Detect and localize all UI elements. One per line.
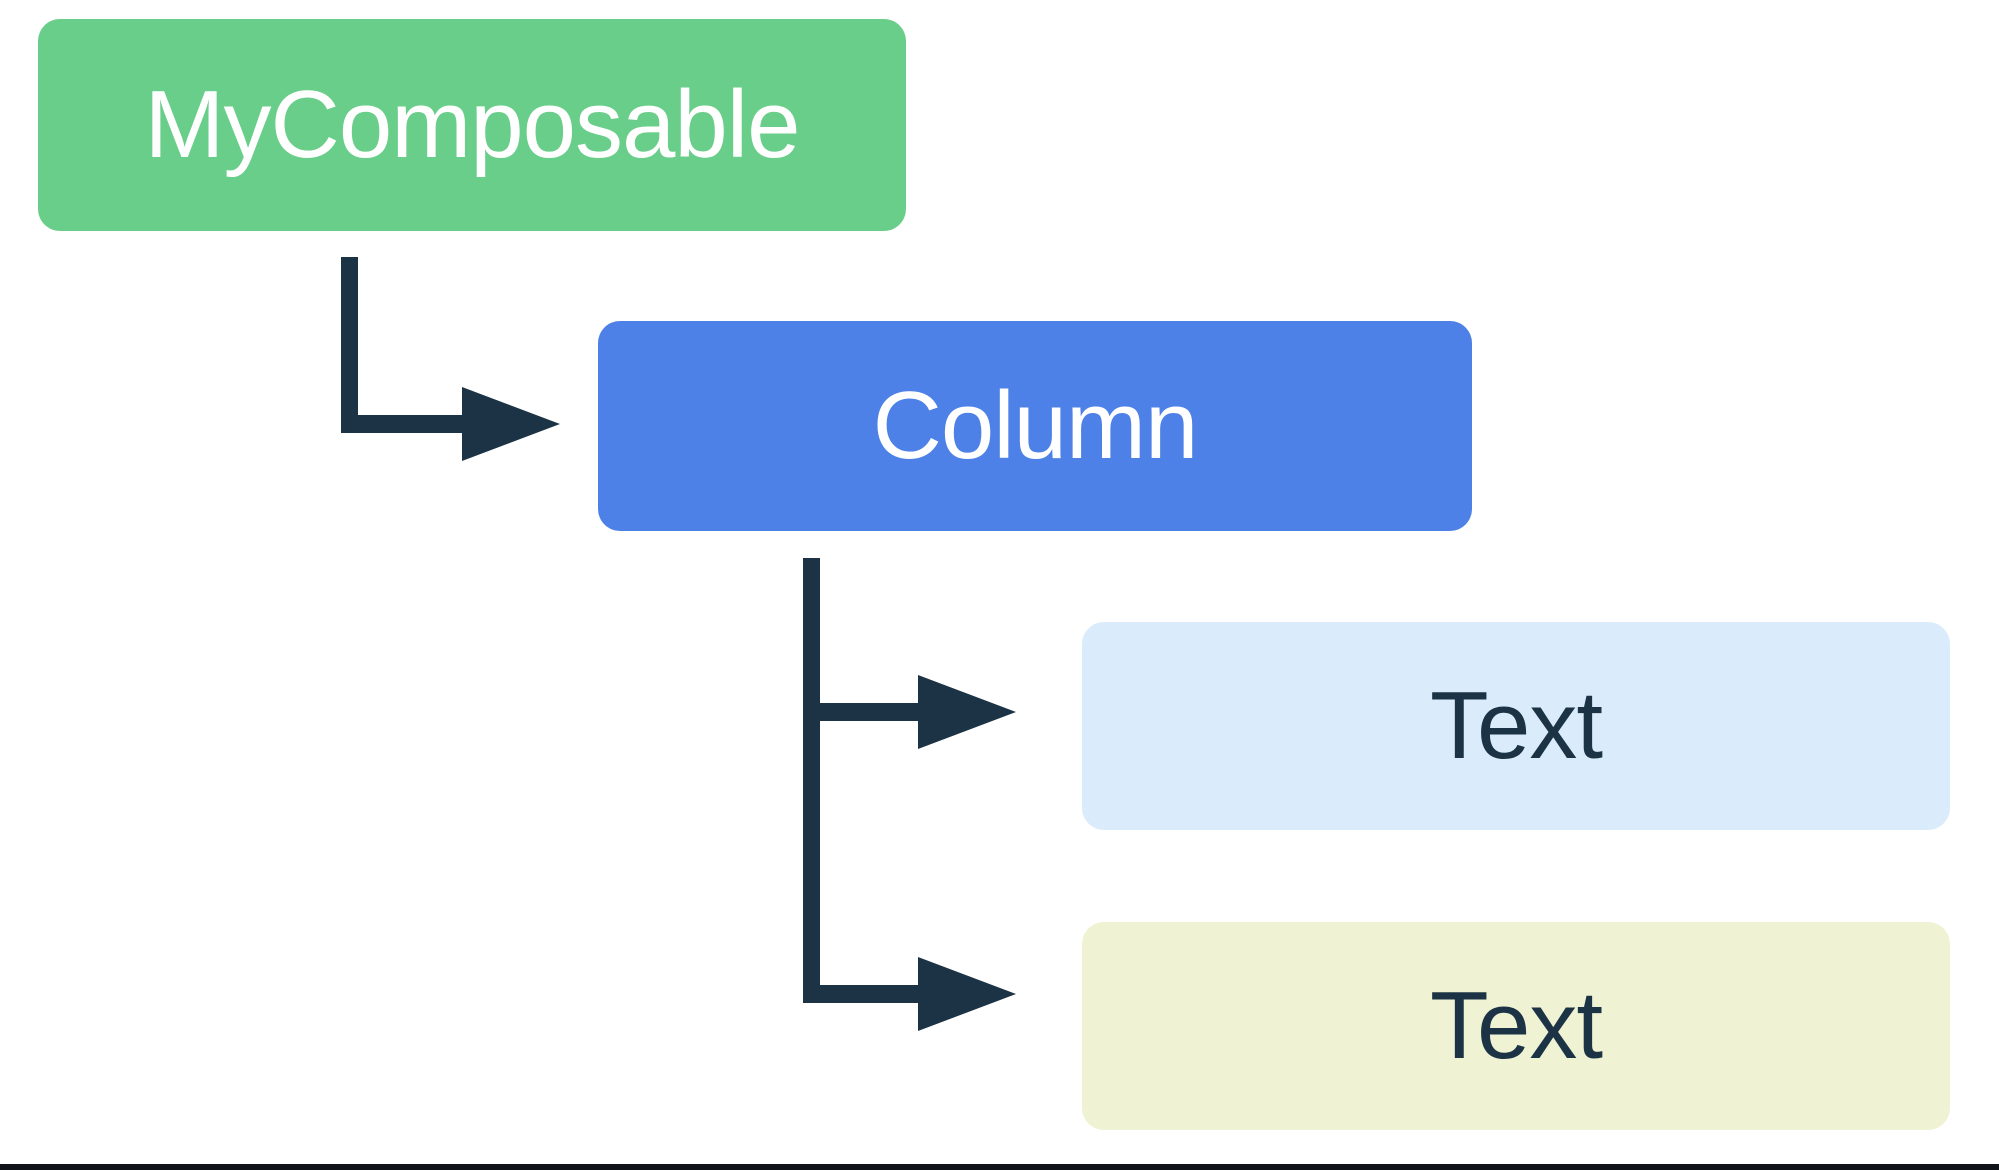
edge-mycomposable-column-horizontal-segment	[341, 415, 469, 433]
node-text-2: Text	[1082, 922, 1950, 1130]
arrow-right-icon	[462, 387, 560, 461]
node-text-2-label: Text	[1429, 972, 1603, 1079]
edge-mycomposable-column-vertical-segment	[341, 257, 358, 433]
edge-column-text1-horizontal-segment	[803, 703, 925, 721]
node-mycomposable: MyComposable	[38, 19, 906, 231]
node-column-label: Column	[872, 372, 1199, 479]
edge-column-children-vertical-segment	[803, 558, 820, 1003]
arrow-right-icon	[918, 957, 1016, 1031]
arrow-right-icon	[918, 675, 1016, 749]
node-column: Column	[598, 321, 1472, 531]
node-mycomposable-label: MyComposable	[144, 71, 801, 178]
edge-column-text2-horizontal-segment	[803, 985, 925, 1003]
node-text-1-label: Text	[1429, 672, 1603, 779]
bottom-divider	[0, 1164, 1999, 1170]
node-text-1: Text	[1082, 622, 1950, 830]
